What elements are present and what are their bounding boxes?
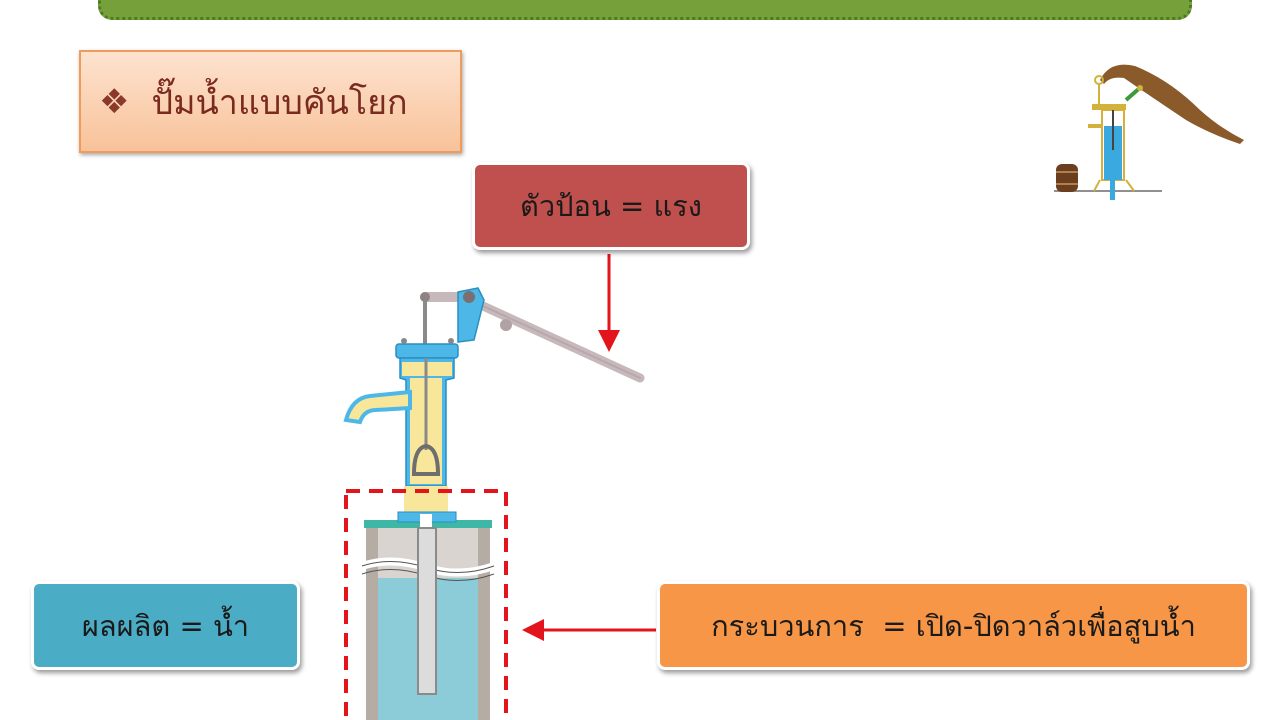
title-box: ❖ ปั๊มน้ำแบบคันโยก — [79, 50, 462, 153]
hand-pump-illustration — [343, 287, 645, 720]
title-bullet-icon: ❖ — [99, 81, 130, 122]
pump-thumbnail — [1050, 40, 1250, 202]
top-banner — [98, 0, 1192, 20]
process-arrow — [522, 619, 656, 641]
process-label: กระบวนการ = เปิด-ปิดวาล์วเพื่อสูบน้ำ — [711, 608, 1196, 643]
output-label-box: ผลผลิต = น้ำ — [31, 581, 300, 670]
input-label-box: ตัวป้อน = แรง — [472, 162, 750, 250]
input-label: ตัวป้อน = แรง — [520, 189, 702, 223]
page-title: ปั๊มน้ำแบบคันโยก — [151, 82, 408, 123]
input-arrow — [598, 254, 620, 352]
output-label: ผลผลิต = น้ำ — [81, 608, 250, 643]
process-label-box: กระบวนการ = เปิด-ปิดวาล์วเพื่อสูบน้ำ — [657, 581, 1250, 670]
process-highlight-frame — [344, 489, 508, 720]
